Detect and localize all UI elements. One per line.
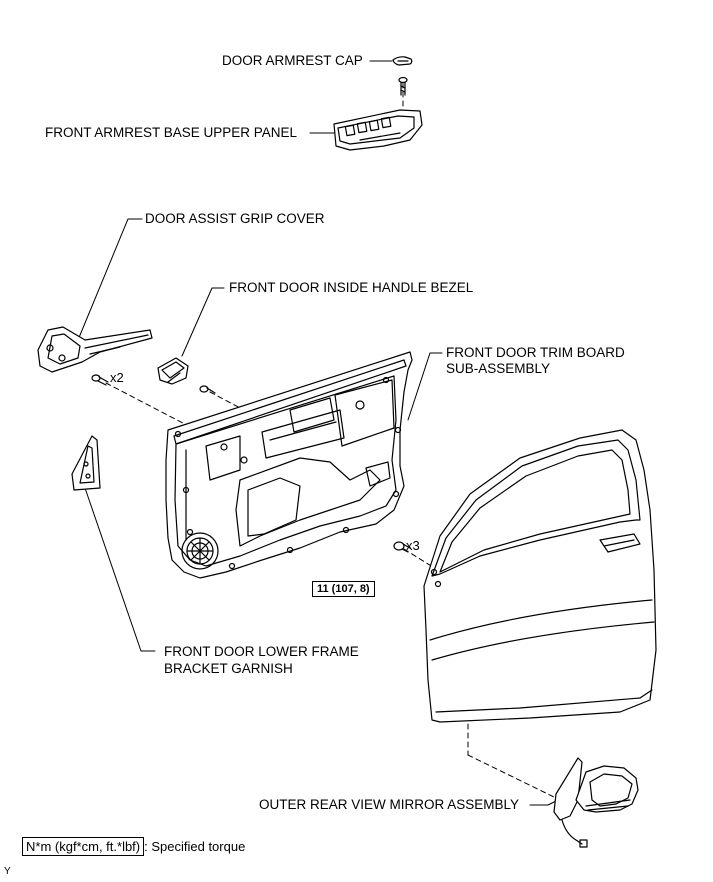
label-front-door-lower-frame-line2: BRACKET GARNISH <box>164 661 293 676</box>
label-front-door-inside-handle-bezel: FRONT DOOR INSIDE HANDLE BEZEL <box>229 280 474 295</box>
door-assist-grip-cover <box>37 326 153 373</box>
torque-legend-text: : Specified torque <box>144 839 246 854</box>
leader-lines <box>77 60 563 806</box>
front-door-panel <box>423 429 657 723</box>
label-door-assist-grip-cover: DOOR ASSIST GRIP COVER <box>145 211 325 226</box>
corner-mark: Y <box>4 866 11 877</box>
label-outer-rear-view-mirror-assembly: OUTER REAR VIEW MIRROR ASSEMBLY <box>259 797 520 812</box>
mirror-nut <box>393 541 411 553</box>
label-front-door-trim-board-line2: SUB-ASSEMBLY <box>446 361 551 376</box>
label-front-door-lower-frame-line1: FRONT DOOR LOWER FRAME <box>164 644 359 659</box>
label-front-armrest-base-upper-panel: FRONT ARMREST BASE UPPER PANEL <box>45 125 298 140</box>
torque-spec-mirror-nuts: 11 (107, 8) <box>312 581 375 597</box>
label-door-armrest-cap: DOOR ARMREST CAP <box>222 53 363 68</box>
grip-screw <box>91 374 109 386</box>
qty-mirror-nuts: x3 <box>406 538 420 553</box>
front-door-lower-frame-bracket-garnish <box>71 435 101 491</box>
qty-grip-screws: x2 <box>110 370 124 385</box>
front-door-inside-handle-bezel <box>157 357 189 385</box>
outer-rear-view-mirror-assembly <box>553 757 639 848</box>
door-armrest-cap <box>392 56 413 66</box>
armrest-screw <box>398 76 408 96</box>
front-door-trim-board <box>165 351 413 579</box>
bezel-screw <box>199 385 216 394</box>
label-front-door-trim-board-line1: FRONT DOOR TRIM BOARD <box>446 345 625 360</box>
torque-legend: N*m (kgf*cm, ft.*lbf): Specified torque <box>22 837 246 856</box>
torque-legend-units: N*m (kgf*cm, ft.*lbf) <box>22 837 145 856</box>
front-armrest-base-upper-panel <box>333 109 423 151</box>
